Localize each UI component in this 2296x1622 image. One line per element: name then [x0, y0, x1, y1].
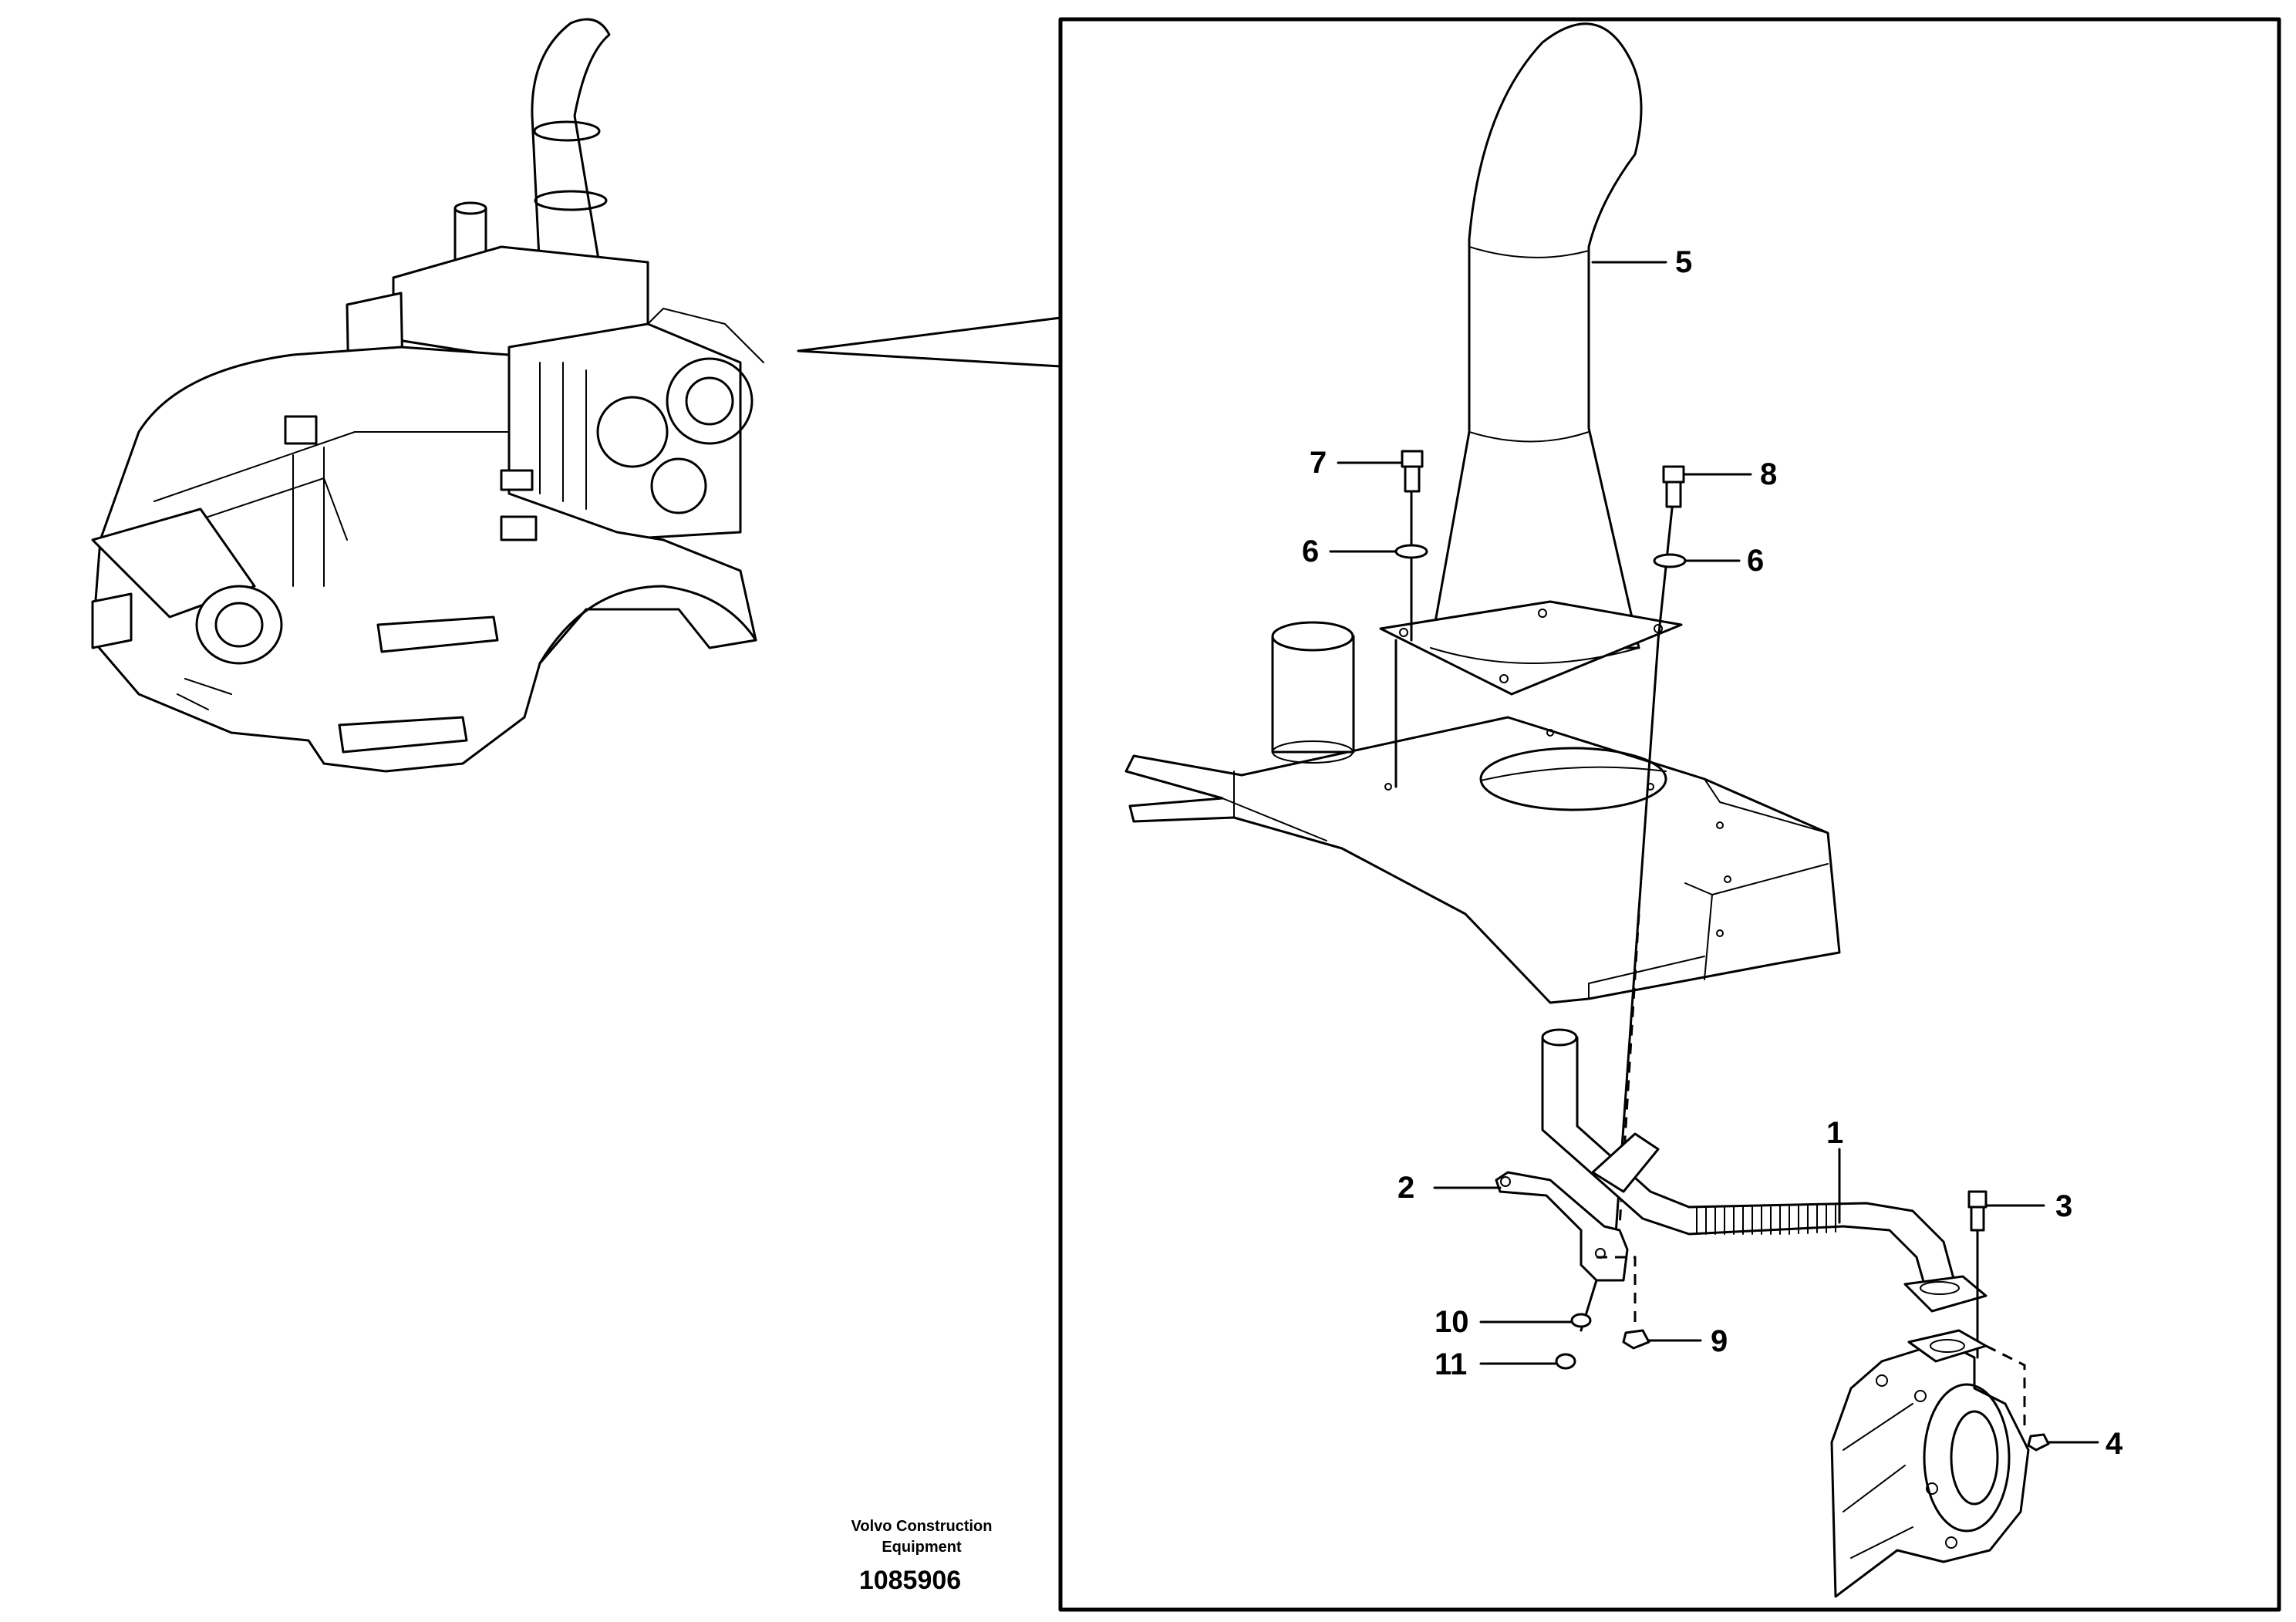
- callout-leaders: [1329, 261, 2099, 1444]
- company-name-line1: Volvo Construction: [851, 1518, 993, 1535]
- drawing-number: 1085906: [859, 1566, 961, 1595]
- washer-10: [1570, 1313, 1592, 1328]
- company-name-line2: Equipment: [882, 1539, 962, 1556]
- callout-3: 3: [2055, 1189, 2072, 1223]
- exhaust-stack: [1429, 22, 1643, 649]
- callout-5: 5: [1675, 245, 1692, 279]
- washer-6-left: [1394, 544, 1428, 559]
- turbo-housing: [1830, 1340, 2030, 1598]
- nut-11: [1555, 1353, 1576, 1370]
- callout-labels: 1 2 3 4 5 6 6 7 8 9 10 11: [1302, 245, 2123, 1461]
- hood-cover-plate: [1124, 716, 1841, 1004]
- callout-7: 7: [1310, 446, 1327, 480]
- mounting-bracket: [1495, 1171, 1629, 1282]
- nut-9: [1622, 1329, 1650, 1350]
- callout-10: 10: [1435, 1305, 1469, 1339]
- nut-4: [2027, 1433, 2050, 1452]
- callout-11: 11: [1435, 1347, 1467, 1381]
- bolt-3: [1967, 1190, 1988, 1232]
- stack-flange: [1379, 600, 1683, 696]
- intake-pipe: [1271, 635, 1355, 754]
- machine-overview-illustration: [91, 18, 764, 773]
- callout-8: 8: [1760, 457, 1777, 491]
- zoom-pointer-wedge: [797, 316, 1062, 368]
- callout-6-left: 6: [1302, 534, 1319, 568]
- washer-6-right: [1653, 553, 1687, 568]
- detail-frame: [1058, 17, 2281, 1612]
- callout-4: 4: [2106, 1427, 2123, 1461]
- flex-bellows: [1696, 1203, 1836, 1235]
- callout-9: 9: [1711, 1324, 1728, 1358]
- bolt-7: [1401, 450, 1424, 493]
- bolt-8: [1662, 465, 1685, 508]
- callout-1: 1: [1826, 1116, 1843, 1150]
- callout-6-right: 6: [1747, 544, 1764, 578]
- detail-exhaust-assembly: [1124, 22, 2050, 1598]
- callout-2: 2: [1397, 1171, 1414, 1205]
- footer-block: Volvo Construction Equipment 1085906: [851, 1518, 993, 1595]
